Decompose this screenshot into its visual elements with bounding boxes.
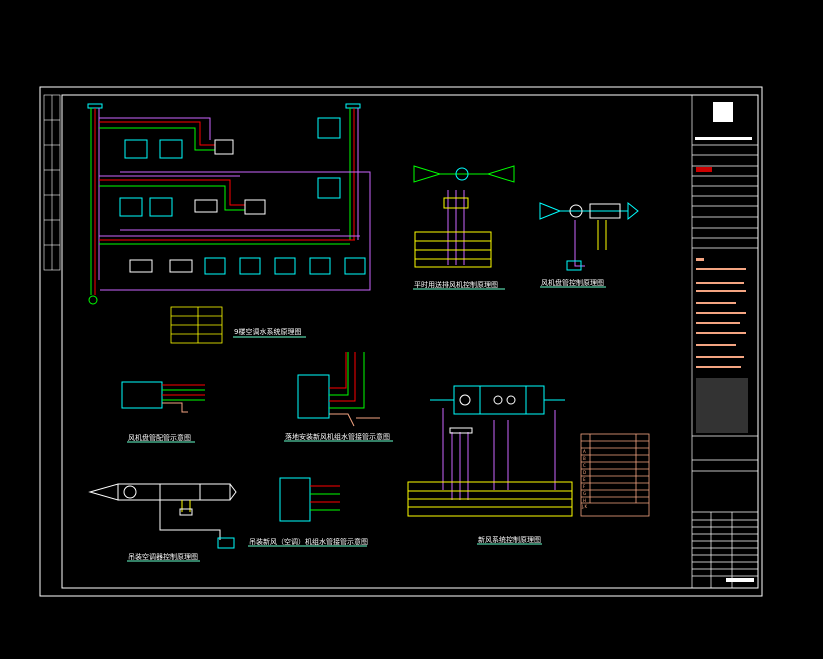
exhaust-fan-diagram <box>413 165 515 268</box>
logo-block <box>713 102 733 122</box>
svg-text:J,K: J,K <box>581 504 587 509</box>
title-block <box>691 95 758 588</box>
red-stamp <box>696 167 712 172</box>
legend-row-codes: A B C D E F G H J,K <box>581 449 587 509</box>
svg-text:D: D <box>583 470 586 475</box>
water-system-table <box>170 306 223 344</box>
title-hanging-ac: 吊装空调器控制原理图 <box>128 552 198 561</box>
inner-frame <box>61 94 759 589</box>
fcu-control-diagram <box>539 201 639 271</box>
svg-text:A: A <box>583 449 586 454</box>
drawing-number <box>726 578 754 582</box>
title-bar <box>695 137 752 140</box>
design-notes-lines <box>696 258 746 368</box>
svg-text:F: F <box>583 484 586 489</box>
svg-text:H: H <box>583 498 586 503</box>
svg-text:B: B <box>583 456 586 461</box>
title-fcu-piping: 风机盘管配管示意图 <box>128 433 191 442</box>
title-water-system: 9楼空调水系统原理图 <box>234 327 301 336</box>
title-floor-ahu-piping: 落地安装新风机组水管接管示意图 <box>285 432 390 441</box>
outer-frame <box>39 86 763 597</box>
hanging-ac-diagram <box>88 483 237 549</box>
fresh-air-diagram <box>407 385 573 517</box>
svg-text:E: E <box>583 477 586 482</box>
water-system-diagram <box>87 103 371 305</box>
title-exhaust-fan: 平时用送排风机控制原理图 <box>414 280 498 289</box>
title-fresh-air: 新风系统控制原理图 <box>478 535 541 544</box>
title-fcu-control: 风机盘管控制原理图 <box>541 278 604 287</box>
svg-text:C: C <box>583 463 586 468</box>
svg-text:G: G <box>583 491 586 496</box>
floor-ahu-piping-diagram <box>297 352 380 427</box>
legend-table <box>580 433 650 517</box>
keyplan-image <box>696 378 748 433</box>
left-margin-grid <box>43 94 61 271</box>
fcu-piping-diagram <box>121 381 205 413</box>
hanging-ahu-piping-diagram <box>279 477 340 522</box>
title-hanging-ahu-piping: 吊装新风（空调）机组水管接管示意图 <box>249 537 368 546</box>
